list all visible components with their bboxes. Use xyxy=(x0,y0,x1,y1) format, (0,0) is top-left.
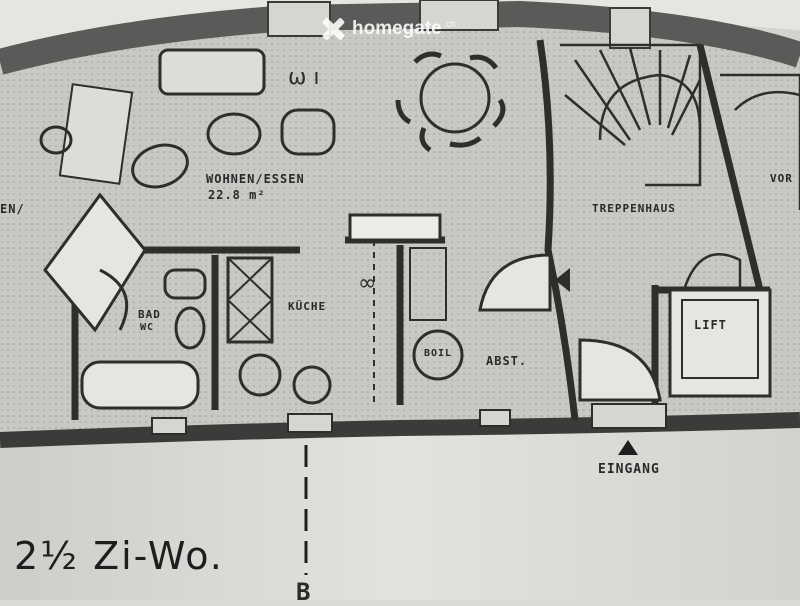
wall-nub xyxy=(151,417,187,435)
boiler xyxy=(412,329,464,381)
spiral-stairs xyxy=(560,43,800,210)
room-label-fragment-right: VOR xyxy=(770,172,793,185)
room-label-wohnen-essen: WOHNEN/ESSEN xyxy=(206,172,305,186)
kitchen-counter xyxy=(348,213,442,242)
wall-pier xyxy=(419,0,499,31)
entrance-threshold xyxy=(591,403,667,429)
armchair-left xyxy=(131,143,189,189)
watermark-brand: homegate xyxy=(352,18,442,39)
apartment-type-note: 2½ Zi-Wo. xyxy=(14,534,224,578)
armchair xyxy=(280,108,336,156)
bathtub xyxy=(80,360,200,410)
kitchen-cabinet-cross xyxy=(227,257,273,343)
room-label-wc: WC xyxy=(140,322,155,333)
watermark-tld: .ch xyxy=(443,19,456,29)
wall-nub xyxy=(287,413,333,433)
dining-chairs xyxy=(395,51,506,153)
room-label-abst: ABST. xyxy=(486,354,528,368)
entrance-label: EINGANG xyxy=(598,462,660,477)
room-label-fragment-left: EN/ xyxy=(0,202,25,216)
entry-arrow xyxy=(555,268,570,292)
room-label-bad: BAD xyxy=(138,308,161,321)
entrance-door-arc xyxy=(578,338,662,402)
entrance-arrow xyxy=(618,440,638,455)
sink xyxy=(163,268,207,300)
room-label-kueche: KÜCHE xyxy=(288,300,327,313)
sofa xyxy=(158,48,266,96)
plant-symbol: ω ı xyxy=(288,65,320,90)
hob-burner xyxy=(238,353,282,397)
room-area: 22.8 m² xyxy=(208,188,266,202)
lift-door-arc xyxy=(682,253,742,291)
outer-wall-bottom xyxy=(0,412,800,448)
bathroom-door-arc xyxy=(99,268,129,331)
lift-shaft xyxy=(668,288,772,398)
room-label-lift: LIFT xyxy=(694,318,727,332)
homegate-logo-icon xyxy=(320,16,346,42)
lift-car xyxy=(681,299,759,379)
round-table-small xyxy=(206,112,262,156)
plant-pot xyxy=(39,125,73,155)
kitchen-unit xyxy=(409,247,447,321)
corridor-stair xyxy=(43,192,147,333)
section-marker: B xyxy=(296,578,312,606)
wall-nub xyxy=(479,409,511,427)
hob-burner xyxy=(292,365,332,405)
storage-door xyxy=(478,253,552,312)
wall-pier xyxy=(609,7,651,49)
room-label-treppenhaus: TREPPENHAUS xyxy=(592,202,676,215)
toilet xyxy=(174,306,206,350)
homegate-watermark: homegate .ch xyxy=(320,16,456,42)
infinity-symbol: ∞ xyxy=(358,271,376,296)
dining-table xyxy=(419,62,491,134)
room-label-boil: BOIL xyxy=(424,348,453,359)
